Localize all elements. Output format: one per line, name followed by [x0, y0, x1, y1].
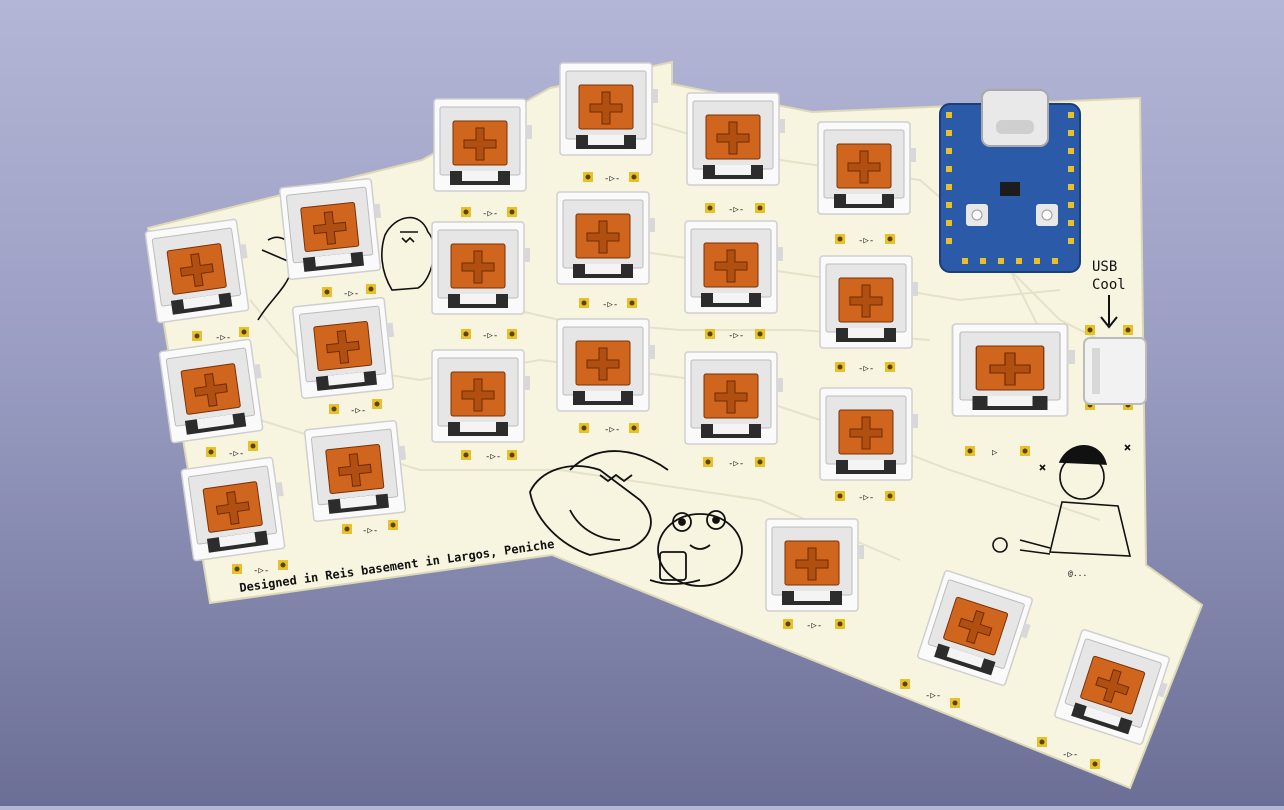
key-switch — [180, 455, 292, 562]
svg-text:-▷-: -▷- — [858, 236, 874, 246]
key-switch — [819, 387, 919, 481]
key-switch — [684, 351, 784, 445]
key-switch — [559, 62, 659, 156]
svg-text:-▷-: -▷- — [482, 209, 498, 219]
svg-text:-▷-: -▷- — [806, 621, 822, 631]
key-switch — [431, 349, 531, 443]
svg-text:-▷-: -▷- — [728, 205, 744, 215]
key-switch — [817, 121, 917, 215]
key-switch — [819, 255, 919, 349]
svg-text:-▷-: -▷- — [215, 333, 231, 343]
usb-label: USB Cool — [1092, 259, 1126, 329]
svg-text:-▷-: -▷- — [485, 452, 501, 462]
svg-text:-▷-: -▷- — [1062, 750, 1078, 760]
shark-in-bag-doodle — [529, 450, 669, 556]
svg-text:-▷-: -▷- — [858, 364, 874, 374]
key-switch — [303, 419, 413, 523]
key-switch — [158, 337, 270, 444]
artist-credit: @... — [1068, 569, 1087, 578]
usb-label-line1: USB — [1092, 259, 1117, 275]
key-switch — [433, 98, 533, 192]
svg-text:-▷-: -▷- — [728, 459, 744, 469]
svg-text:▷: ▷ — [992, 448, 998, 458]
mcu-module — [939, 89, 1081, 273]
key-switch — [556, 191, 656, 285]
key-switch — [686, 92, 786, 186]
key-switch — [291, 296, 401, 400]
svg-text:-▷-: -▷- — [602, 300, 618, 310]
svg-text:-▷-: -▷- — [228, 449, 244, 459]
usb-c-connector — [1083, 337, 1147, 405]
svg-text:-▷-: -▷- — [925, 691, 941, 701]
svg-text:-▷-: -▷- — [253, 566, 269, 576]
svg-text:-▷-: -▷- — [728, 331, 744, 341]
arrow-down-icon — [1100, 295, 1118, 329]
key-switch — [951, 323, 1076, 417]
key-switch — [278, 177, 388, 281]
svg-text:-▷-: -▷- — [482, 331, 498, 341]
diode-markings: -▷--▷--▷- -▷--▷--▷- -▷--▷--▷- -▷--▷--▷- … — [215, 174, 1078, 760]
svg-text:-▷-: -▷- — [604, 174, 620, 184]
svg-text:-▷-: -▷- — [858, 493, 874, 503]
svg-text:-▷-: -▷- — [362, 526, 378, 536]
key-switch — [684, 220, 784, 314]
key-switch — [144, 217, 256, 324]
key-switch — [431, 221, 531, 315]
character-doodle — [992, 444, 1132, 557]
frog-with-coffee-doodle — [649, 510, 743, 587]
svg-text:-▷-: -▷- — [604, 425, 620, 435]
svg-text:-▷-: -▷- — [343, 289, 359, 299]
svg-text:-▷-: -▷- — [350, 406, 366, 416]
key-switch — [765, 518, 865, 612]
usb-label-line2: Cool — [1092, 277, 1126, 293]
key-switch — [556, 318, 656, 412]
